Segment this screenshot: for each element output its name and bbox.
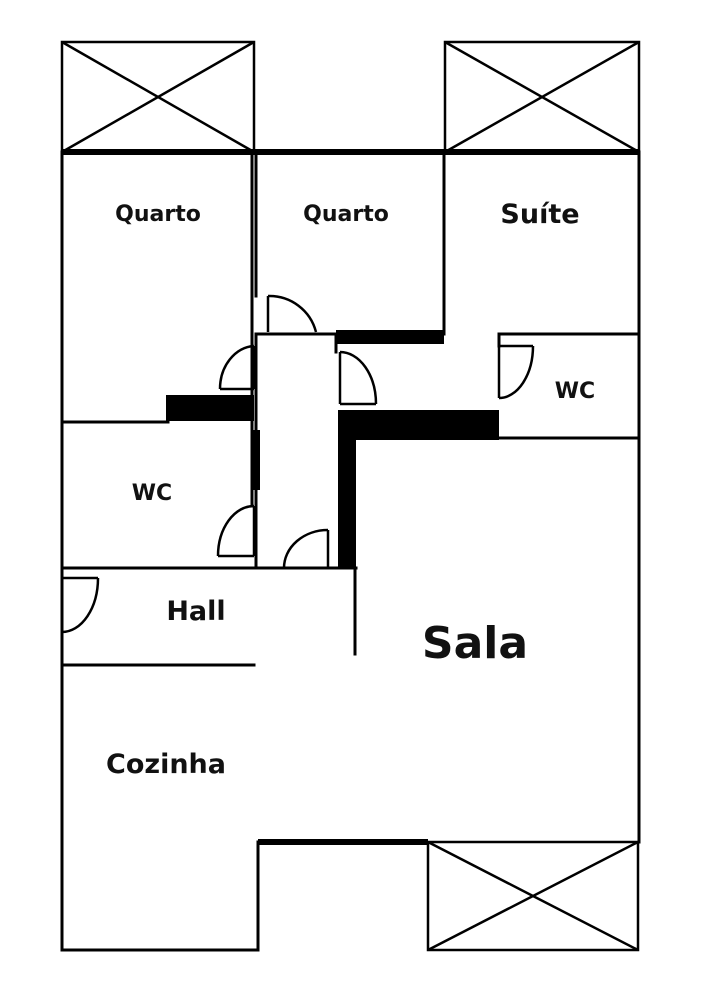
label-cozinha: Cozinha (106, 749, 226, 780)
door-wc (216, 504, 256, 558)
door-quarto1 (218, 344, 256, 391)
balcony-top-right (443, 40, 641, 154)
door-entrance (61, 576, 100, 634)
door-corridor (282, 528, 330, 569)
label-hall: Hall (166, 596, 225, 627)
label-quarto-2: Quarto (303, 202, 389, 227)
door-quarto2 (266, 294, 318, 333)
balcony-bottom-right (426, 840, 640, 952)
label-wc: WC (132, 481, 172, 506)
label-sala: Sala (422, 618, 528, 669)
balcony-top-left (60, 40, 256, 154)
door-wc-suite (497, 344, 535, 400)
label-quarto-1: Quarto (115, 202, 201, 227)
solid-walls (166, 330, 499, 568)
door-suite (338, 350, 378, 406)
label-suite: Suíte (500, 199, 579, 230)
outer-walls (60, 149, 641, 952)
label-wc-suite: WC (555, 379, 595, 404)
